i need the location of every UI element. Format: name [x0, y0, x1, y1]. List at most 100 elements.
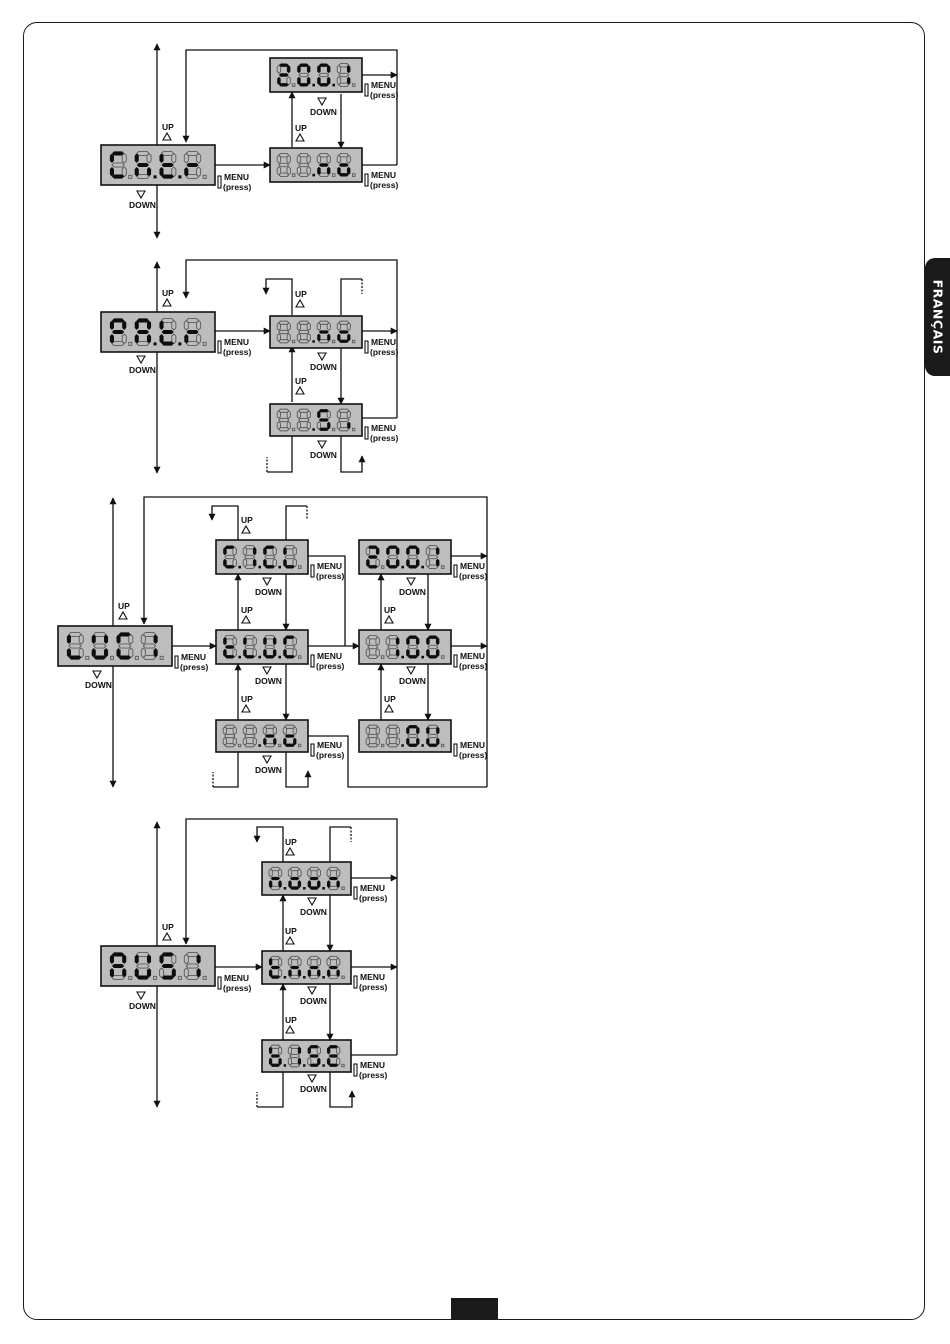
sec2-item2-button-icon: [364, 426, 369, 440]
sec2-item1-display-digit-2-seg-e: [317, 333, 321, 342]
sec3-item1-display-digit-2-seg-f: [263, 547, 267, 556]
sec3-item2-display-digit-0-dp: [238, 655, 241, 659]
sec3-item3-display-digit-3-seg-g: [284, 734, 295, 738]
sec3-sub1-display-digit-3-seg-c: [435, 558, 440, 567]
sec1-item1-display-digit-1-seg-a: [298, 63, 309, 67]
sec4-item3-display-digit-0-seg-c: [278, 1057, 282, 1066]
sec3-item1-button-icon: [310, 564, 315, 578]
language-tab: FRANÇAIS: [925, 258, 950, 376]
sec3-sub1-display-digit-2-seg-a: [407, 545, 418, 549]
sec1-item2-display-digit-3-dp: [351, 173, 356, 177]
sec1-item1-display-digit-1-dp: [312, 83, 315, 87]
sec3-sub1-display-digit-3-seg-f: [425, 546, 431, 556]
sec1-item1-display-digit-1-seg-d: [298, 83, 309, 87]
sec4-main-display-digit-2-seg-d: [161, 975, 174, 980]
sec3-main-display-digit-0-seg-e: [66, 648, 71, 658]
sec3-bottom-left-hook: [213, 752, 239, 788]
sec3-sub3-display-digit-2-seg-b: [416, 726, 420, 735]
sec3-sub1-display-digit-3-seg-g: [427, 554, 439, 560]
sec4-item2-display-digit-0-seg-d: [270, 975, 281, 979]
sec3-sub2-display-digit-3-seg-f: [426, 637, 430, 646]
sec3-item2-display-digit-1-seg-f: [243, 637, 247, 646]
sec2-bottom-down-label: DOWN: [310, 450, 337, 460]
sec3-item1-down-icon: [262, 577, 272, 587]
sec4-item2-up-label: UP: [285, 1015, 297, 1025]
sec2-item2-display-digit-0-seg-g: [278, 417, 290, 423]
sec1-item2-display-digit-2-seg-f: [316, 154, 322, 164]
sec2-main-display-digit-0-seg-e: [109, 334, 114, 344]
sec3-item2-down-label: DOWN: [255, 676, 282, 686]
sec3-sub1-press-label: (press): [459, 571, 488, 581]
sec4-item2-display-digit-2-seg-f: [307, 957, 312, 967]
sec3-item3-display-digit-2-seg-g: [264, 734, 275, 738]
sec2-item-down-icon: [317, 352, 327, 362]
sec3-main-up-icon: [118, 610, 128, 620]
sec3-item1-display-digit-0-seg-d: [224, 565, 235, 569]
sec1-item2-display-digit-1-seg-f: [296, 154, 302, 164]
sec1-item2-display-digit-1-seg-e: [296, 166, 302, 176]
sec3-sub3-display-digit-2-seg-c: [416, 737, 420, 746]
sec1-main-display-digit-1-seg-e: [134, 167, 139, 177]
sec4-item2-display-digit-0-seg-e: [268, 969, 273, 978]
sec4-main-display-digit-0-seg-a: [111, 952, 125, 957]
sec4-main-display-digit-0-seg-e: [109, 968, 114, 978]
sec2-item1-display-digit-3-dp: [351, 339, 356, 344]
sec4-main-display-digit-1-seg-d: [136, 975, 150, 980]
sec1-return-loop: [182, 49, 398, 165]
sec2-item1-display-digit-3-seg-e: [337, 333, 341, 342]
sec3-item1-up-icon: [241, 614, 251, 624]
sec3-item3-display-digit-1-seg-b: [252, 726, 257, 736]
sec1-item2-button-icon: [364, 173, 369, 187]
sec4-item2-display-digit-2-dp: [322, 976, 325, 979]
sec2-item-up-label: UP: [295, 376, 307, 386]
sec1-item2-display-digit-2-seg-c: [326, 166, 331, 175]
sec3-sub2-display-digit-1-seg-c: [395, 648, 400, 657]
sec2-item2-display-digit-0-dp: [291, 427, 296, 432]
sec4-item3-display-digit-3-seg-b: [336, 1046, 341, 1056]
sec4-main-display-digit-0-seg-c: [122, 968, 127, 978]
sec3-item3-display-digit-3-seg-c: [293, 737, 297, 746]
sec4-main-display-digit-2-seg-c: [171, 968, 176, 978]
flow-labels: UPDOWNMENU(press)MENU(press)MENU(press)U…: [85, 80, 488, 1094]
sec1-main-display-digit-0-seg-b: [121, 152, 127, 164]
sec4-item3-display-digit-1-seg-e: [287, 1056, 293, 1066]
sec4-item1-display-digit-0-seg-b: [277, 868, 283, 878]
sec2-item1-press-label: (press): [370, 347, 399, 357]
sec1-item1-button-icon: [364, 83, 369, 97]
sec1-main-display-digit-2-dp: [178, 175, 182, 179]
sec4-main-display-digit-3-seg-b: [196, 954, 201, 964]
sec2-item2-display: [269, 403, 363, 437]
sec3-item1-display-digit-1-dp: [258, 565, 261, 569]
sec3-item1-down-label: DOWN: [255, 587, 282, 597]
sec3-item3-loop: [308, 735, 487, 788]
sec2-item2-display-digit-3-seg-b: [346, 410, 351, 420]
sec4-item1-display-digit-1-seg-c: [297, 880, 302, 889]
sec3-sub2-display-digit-1-dp: [401, 655, 404, 659]
sec4-item3-display-digit-1-seg-b: [297, 1046, 302, 1055]
sec3-sub1-display-digit-2-seg-d: [407, 565, 418, 569]
sec3-item2-button-icon: [310, 654, 315, 668]
sec1-item1-display-digit-1-seg-e: [297, 76, 301, 85]
sec4-item1-display-digit-2-seg-b: [316, 868, 321, 878]
sec3-item1-link: [308, 555, 346, 646]
sec4-item1-display-digit-0-seg-g: [270, 876, 281, 881]
sec2-main-display-digit-1-dp: [153, 342, 157, 346]
sec2-main-up-label: UP: [162, 288, 174, 298]
sec4-main-display-digit-3-seg-c: [196, 968, 201, 978]
sec1-item-up-icon: [295, 132, 305, 142]
sec4-item1-display-digit-2-seg-f: [307, 868, 312, 878]
sec2-item2-display-digit-3-dp: [351, 427, 356, 432]
sec4-item1-display-digit-1-seg-e: [288, 880, 292, 889]
sec2-item1-display-digit-3-seg-d: [338, 339, 349, 343]
sec1-item1-display-digit-1-seg-c: [306, 76, 311, 85]
sec4-item2-down-label: DOWN: [300, 996, 327, 1006]
sec3-item3-display-digit-1-seg-e: [242, 736, 247, 746]
sec3-sub1-display-digit-0-seg-b: [375, 547, 380, 556]
sec4-main-display: [100, 945, 216, 987]
sec2-main-display-digit-1-seg-c: [146, 334, 152, 344]
sec1-main-display-digit-1-seg-c: [146, 167, 152, 177]
sec1-item2-display-digit-3-seg-b: [346, 154, 351, 164]
sec3-main-display-digit-0-seg-d: [68, 655, 82, 660]
sec1-main-display-digit-1-seg-g: [136, 162, 150, 168]
sec1-item1-display-digit-2-seg-b: [326, 65, 331, 74]
